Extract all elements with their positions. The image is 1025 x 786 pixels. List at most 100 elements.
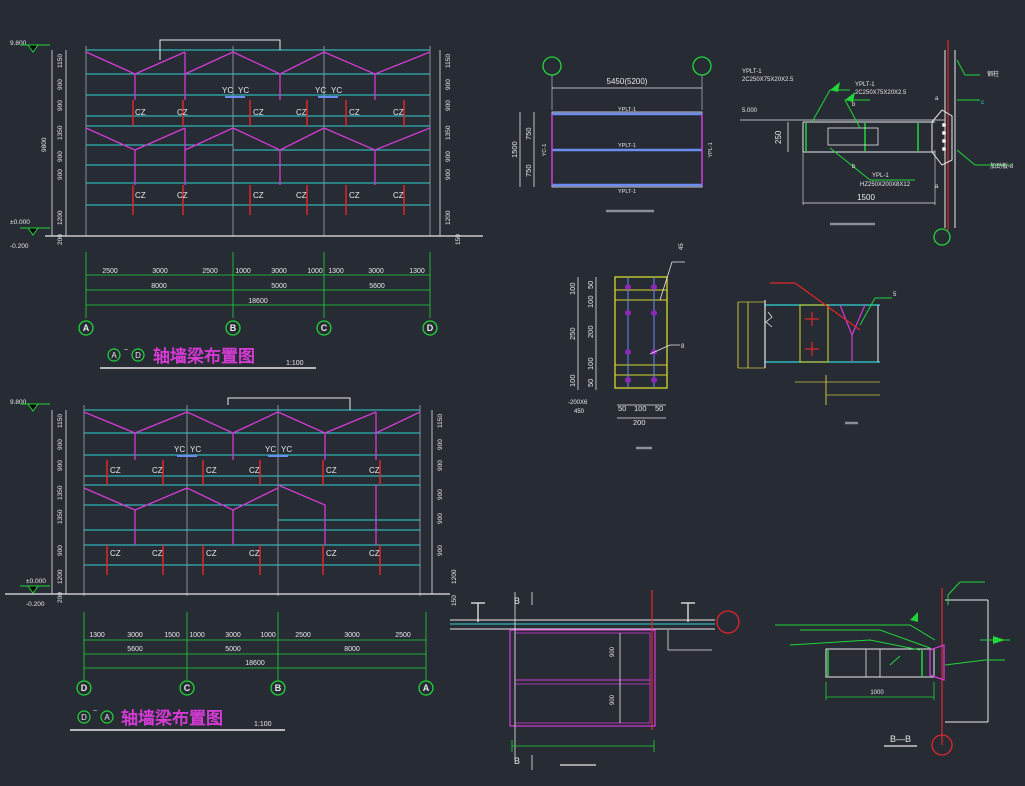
axis-label: A (83, 323, 90, 333)
beam-label: YPLT-1 (618, 189, 636, 195)
dim-right: 900 (445, 169, 452, 180)
dim-right: 900 (445, 79, 452, 90)
beam-label: YPLT-1 (618, 107, 636, 113)
svg-text:轴墙梁布置图: 轴墙梁布置图 (121, 708, 223, 729)
svg-text:D: D (81, 713, 87, 722)
dim-bottom: 5600 (369, 283, 385, 290)
cz-label: CZ (349, 191, 360, 200)
detail-wind-column-elevation: 5450(5200) YPLT-1 YPLT-1 YPLT-1 YC-1 YPL… (510, 56, 714, 213)
dim-bottom: 50 (655, 404, 663, 413)
member-spec: 2C250X75X20X2.5 (855, 90, 907, 96)
member-label: YPLT-1 (742, 69, 762, 75)
dim-left: 1200 (57, 569, 64, 584)
dim-left: 1200 (57, 210, 64, 225)
yc-label: YC (238, 86, 249, 95)
dim-left: 1150 (57, 414, 64, 428)
cz-label: CZ (152, 466, 163, 475)
section-mark: b (852, 102, 856, 108)
weld-mark: 45 (679, 243, 685, 250)
weld-mark: 5 (893, 292, 897, 298)
dim-left-outer: 100 (568, 374, 577, 387)
axis-label: A (423, 683, 430, 693)
dim-bottom: 5000 (225, 646, 241, 653)
axis-label: C (321, 323, 328, 333)
dim-left-outer: 100 (568, 282, 577, 295)
dim-bottom: 3000 (344, 632, 360, 639)
dim-left: 1500 (510, 141, 519, 158)
svg-text:A: A (111, 351, 117, 360)
cz-label: CZ (296, 108, 307, 117)
cz-label: CZ (152, 549, 163, 558)
cz-label: CZ (349, 108, 360, 117)
dim-bottom: 8000 (151, 283, 167, 290)
drawing-title: D ~ A 轴墙梁布置图 1:100 (70, 708, 285, 731)
dim-right: 900 (445, 100, 452, 111)
dim-left-inner: 50 (586, 379, 595, 387)
cz-label: CZ (206, 466, 217, 475)
dim-left: 900 (57, 545, 64, 556)
member-spec: 2C250X75X20X2.5 (742, 77, 794, 83)
dim-left-inner: 100 (586, 357, 595, 370)
elevation-label: -0.200 (10, 243, 29, 250)
dim-bottom: 50 (618, 404, 626, 413)
cz-label: CZ (326, 466, 337, 475)
dim-left: 1150 (57, 54, 64, 68)
dim-left-outer: 250 (568, 327, 577, 340)
dim-left: 1350 (57, 485, 64, 500)
dim-right: 900 (437, 545, 444, 556)
section-title: B—B (890, 734, 911, 744)
elevation-label: -0.200 (26, 601, 45, 608)
dim-bottom: 1000 (260, 632, 276, 639)
axis-label: D (81, 683, 88, 693)
yc-label: YC (222, 86, 233, 95)
dim-bottom: 8000 (344, 646, 360, 653)
dim-bottom: 5000 (271, 283, 287, 290)
dim-bottom: 2500 (102, 268, 118, 275)
dim-right: 900 (610, 646, 616, 657)
cz-label: CZ (135, 108, 146, 117)
member-label: YPL-1 (872, 173, 889, 179)
dim-right: 1200 (445, 210, 452, 225)
cz-label: CZ (369, 466, 380, 475)
dim-total-height: 9800 (41, 137, 48, 152)
detail-splice-plan: 5 (737, 282, 897, 425)
yc-label: YC (265, 445, 276, 454)
plate-mark: 8 (681, 344, 685, 350)
dim-right: 150 (455, 234, 462, 245)
cz-label: CZ (369, 549, 380, 558)
dim-left: 750 (524, 164, 533, 177)
dim-right: 900 (437, 513, 444, 524)
section-mark-top: B (514, 596, 520, 606)
dim-bottom: 1300 (328, 268, 344, 275)
detail-plate: 45 8 100 250 100 50 100 200 100 50 50 10… (568, 243, 685, 450)
dim-span: 5450(5200) (607, 77, 648, 86)
axis-label: B (275, 683, 282, 693)
tag-label: 加劲板-8 (990, 162, 1014, 170)
dim-bottom: 3000 (225, 632, 241, 639)
cz-label: CZ (296, 191, 307, 200)
yc-label: YC (174, 445, 185, 454)
dim-bottom: 5600 (127, 646, 143, 653)
dim-left: 900 (57, 151, 64, 162)
dim-left: 200 (57, 592, 64, 603)
yc-label: YC (331, 86, 342, 95)
dim-left: 900 (57, 79, 64, 90)
dim-bottom-total: 200 (633, 418, 646, 427)
section-mark: a (935, 184, 939, 190)
dim-left: 900 (57, 460, 64, 471)
dim-left: 900 (57, 100, 64, 111)
dim-left: 900 (57, 439, 64, 450)
axis-label: D (427, 323, 434, 333)
dim-right: 900 (610, 694, 616, 705)
cz-label: CZ (135, 191, 146, 200)
dim-left: 200 (57, 234, 64, 245)
elevation-label: 9.800 (10, 40, 27, 47)
axis-label: B (230, 323, 237, 333)
dim-bottom: 2500 (202, 268, 218, 275)
cz-label: CZ (253, 191, 264, 200)
detail-beam-column-connection: YPLT-1 2C250X75X20X2.5 YPLT-1 2C250X75X2… (740, 40, 1014, 246)
dim-bottom: 1500 (164, 632, 180, 639)
section-mark: b (852, 164, 856, 170)
dim-bottom: 1300 (409, 268, 425, 275)
